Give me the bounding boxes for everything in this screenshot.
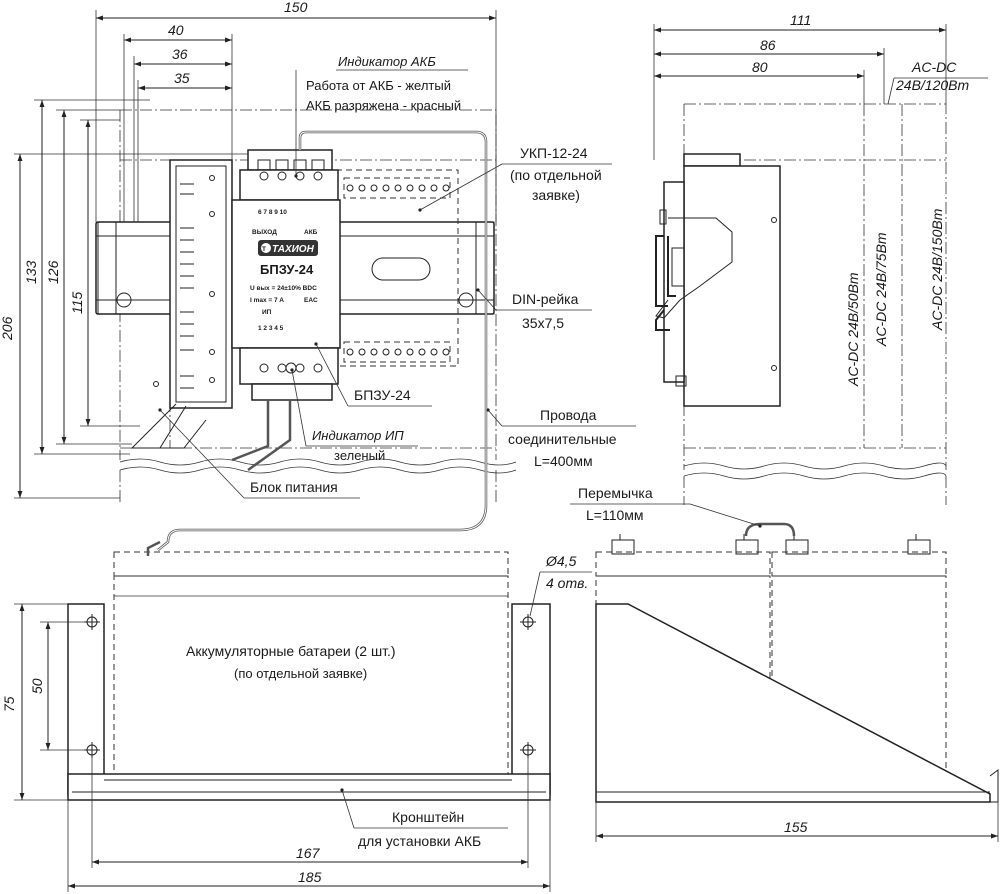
module-voltage: U вых = 24±10% BDC xyxy=(250,285,317,292)
module-label-akb: АКБ xyxy=(304,229,318,236)
dim-50: 50 xyxy=(29,678,45,694)
side-view: 111 86 80 AC-DC 24В/120Вт AC-DC 24В/150В… xyxy=(653,12,988,505)
battery-outline xyxy=(113,540,509,775)
psu-120-label: AC-DC xyxy=(911,59,957,75)
dim-86: 86 xyxy=(760,37,776,53)
indicator-ip-color: зеленый xyxy=(334,448,385,463)
power-unit-label: Блок питания xyxy=(250,479,338,495)
ukp-line2: заявке) xyxy=(532,187,580,203)
jumper-title: Перемычка xyxy=(578,485,653,501)
module-term-bottom: 1 2 3 4 5 xyxy=(258,325,284,332)
dim-185: 185 xyxy=(298,869,322,885)
ukp-module xyxy=(335,169,459,367)
din-title: DIN-рейка xyxy=(512,291,579,307)
psu-150-label: AC-DC 24В/150Вт xyxy=(929,208,945,331)
wires-line3: L=400мм xyxy=(534,453,593,469)
side-dimensions: 111 86 80 xyxy=(653,12,947,160)
bracket-line2: для установки АКБ xyxy=(358,833,481,849)
module-term-top: 6 7 8 9 10 xyxy=(258,209,287,216)
brand-logo: T xyxy=(262,246,266,253)
jumper-length: L=110мм xyxy=(586,507,644,523)
psu-50-label: AC-DC 24В/50Вт xyxy=(845,272,861,387)
dim-155: 155 xyxy=(784,819,808,835)
dim-133: 133 xyxy=(23,260,39,284)
front-callouts: Индикатор АКБ Работа от АКБ - желтый АКБ… xyxy=(158,54,636,499)
bracket-line1: Кронштейн xyxy=(392,809,464,825)
bracket-front xyxy=(67,603,551,801)
bpzu-module: 6 7 8 9 10 ВЫХОД АКБ T ТАХИОН БПЗУ-24 U … xyxy=(231,149,341,401)
dim-206: 206 xyxy=(0,316,15,341)
dim-35: 35 xyxy=(174,70,190,86)
ukp-line1: (по отдельной xyxy=(510,167,602,183)
indicator-akb-title: Индикатор АКБ xyxy=(338,54,436,69)
module-brand: ТАХИОН xyxy=(272,244,315,255)
wires-line2: соединительные xyxy=(508,431,617,447)
connecting-wires xyxy=(157,130,488,551)
module-label-ip: ИП xyxy=(262,309,272,316)
bpzu-title: БПЗУ-24 xyxy=(354,387,411,403)
module-model: БПЗУ-24 xyxy=(260,262,314,277)
front-view: 6 7 8 9 10 ВЫХОД АКБ T ТАХИОН БПЗУ-24 U … xyxy=(0,0,636,551)
bracket-callouts: Кронштейн для установки АКБ Ø4,5 4 отв. xyxy=(340,553,592,849)
bracket-dimensions: 75 50 167 185 xyxy=(1,603,551,892)
dim-126: 126 xyxy=(45,260,61,284)
din-size: 35х7,5 xyxy=(522,315,564,331)
indicator-akb-line1: Работа от АКБ - желтый xyxy=(306,78,451,93)
psu-120-rating: 24В/120Вт xyxy=(895,77,969,93)
module-current: I max = 7 A xyxy=(250,297,284,304)
bracket-front-view: Аккумуляторные батареи (2 шт.) (по отдел… xyxy=(1,540,592,892)
bracket-side-view: Перемычка L=110мм 155 xyxy=(570,485,999,842)
module-label-out: ВЫХОД xyxy=(252,229,277,236)
dim-80: 80 xyxy=(752,59,768,75)
hole-count: 4 отв. xyxy=(546,575,588,591)
bracket-side xyxy=(595,603,999,803)
side-callouts: AC-DC 24В/120Вт AC-DC 24В/150Вт AC-DC 24… xyxy=(845,59,988,387)
indicator-akb-line2: АКБ разряжена - красный xyxy=(306,98,461,113)
dim-40: 40 xyxy=(168,22,184,38)
hole-diameter: Ø4,5 xyxy=(545,553,577,569)
jumper-callout: Перемычка L=110мм xyxy=(570,485,762,528)
wires-line1: Провода xyxy=(540,407,597,423)
indicator-ip-title: Индикатор ИП xyxy=(312,428,404,443)
batteries-note: (по отдельной заявке) xyxy=(234,666,367,681)
dim-150: 150 xyxy=(284,0,308,15)
dim-36: 36 xyxy=(172,46,188,62)
front-dimensions: 150 40 36 35 206 133 126 xyxy=(0,0,497,499)
dim-167: 167 xyxy=(296,845,321,861)
battery-side-outline xyxy=(595,522,947,803)
side-module xyxy=(655,153,781,407)
dim-115: 115 xyxy=(69,291,85,314)
module-mark: EAC xyxy=(304,297,318,304)
ukp-title: УКП-12-24 xyxy=(520,145,588,161)
dim-111: 111 xyxy=(790,12,811,28)
dim-75: 75 xyxy=(1,696,17,712)
bracket-side-dimensions: 155 xyxy=(595,802,999,842)
psu-75-label: AC-DC 24В/75Вт xyxy=(873,232,889,347)
batteries-title: Аккумуляторные батареи (2 шт.) xyxy=(186,643,396,659)
